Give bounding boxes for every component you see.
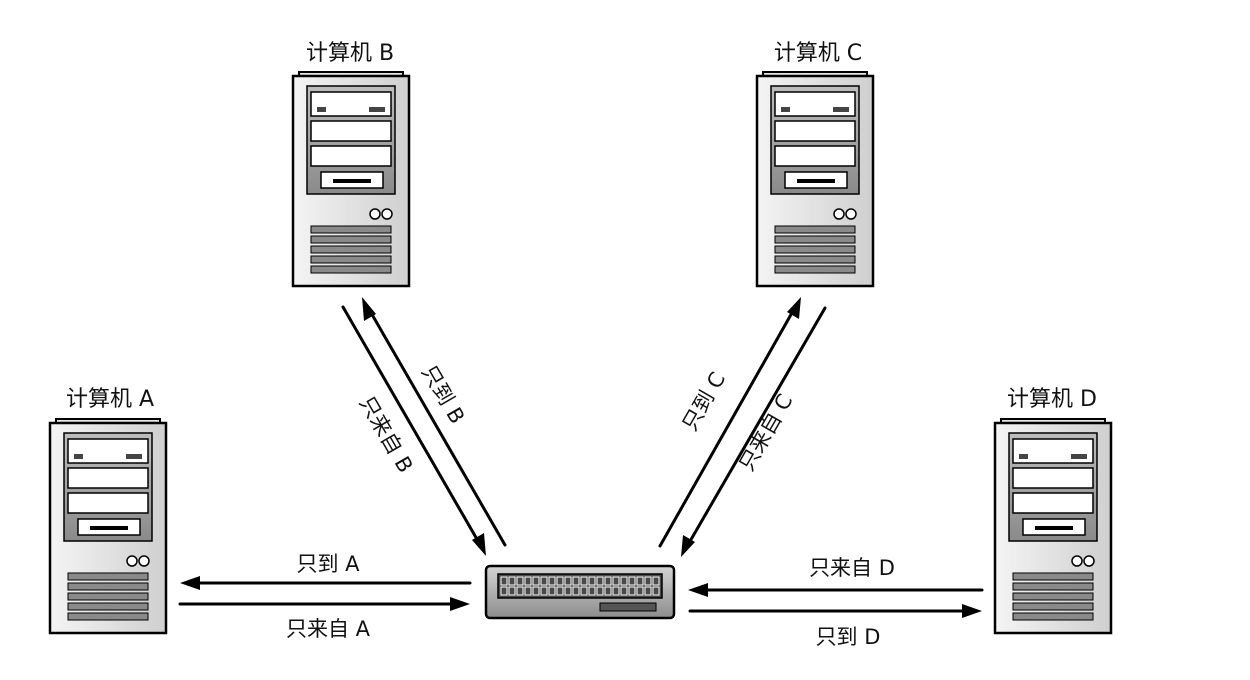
switch-port [508,586,516,596]
arrow-from-c [687,306,827,545]
arrowhead-to-c [787,297,801,319]
switch-port [580,576,588,586]
switch-port [556,576,564,586]
computer-b-label: 计算机 B [306,41,394,66]
switch-port [612,586,620,596]
switch-port [548,576,556,586]
switch-port [588,576,596,586]
computer-c-label: 计算机 C [774,41,862,66]
arrow-to-c [658,309,795,548]
switch-port [636,576,644,586]
arrowhead-from-d [688,583,708,597]
switch-port [644,586,652,596]
switch-port [524,586,532,596]
label-to-a: 只到 A [296,552,360,576]
switch-port [548,586,556,596]
switch-port [652,586,660,596]
switch-port [556,586,564,596]
switch-port [524,576,532,586]
label-from-c: 只来自 C [734,390,797,475]
switch-port [580,586,588,596]
switch-port [588,586,596,596]
switch-port [644,576,652,586]
switch-port [604,576,612,586]
label-to-c: 只到 C [678,368,730,435]
switch-port [508,576,516,586]
switch-port [516,576,524,586]
switch-port [628,586,636,596]
switch-port [612,576,620,586]
label-to-d: 只到 D [816,625,881,649]
switch-port [540,586,548,596]
switch-port [620,576,628,586]
arrowhead-to-b [362,297,376,321]
arrowhead-from-b [472,533,486,556]
switch-port [540,576,548,586]
switch-port [596,576,604,586]
computer-c: 计算机 C [755,41,875,288]
arrow-from-b [341,305,480,543]
computer-a-label: 计算机 A [66,387,154,412]
arrow-to-b [368,309,507,547]
switch-port [500,576,508,586]
arrowhead-to-a [180,576,200,590]
computer-d: 计算机 D [993,387,1113,635]
arrowhead-to-d [962,604,982,618]
switch-port [532,586,540,596]
switch-port [604,586,612,596]
label-to-b: 只到 B [417,361,469,428]
label-from-a: 只来自 A [286,617,371,641]
switch-port [516,586,524,596]
computer-a: 计算机 A [48,387,168,635]
switch-port [620,586,628,596]
arrowhead-from-c [681,535,695,557]
network-switch [484,564,676,620]
switch-port [652,576,660,586]
switch-port [628,576,636,586]
switch-port [572,576,580,586]
arrowhead-from-a [450,597,470,611]
label-from-b: 只来自 B [355,392,418,477]
computer-d-label: 计算机 D [1007,387,1097,412]
switch-port [532,576,540,586]
switch-port [564,586,572,596]
computer-b: 计算机 B [291,41,411,288]
switch-port [564,576,572,586]
switch-port [636,586,644,596]
label-from-d: 只来自 D [809,556,895,580]
switch-port [572,586,580,596]
switch-port [500,586,508,596]
switch-port [596,586,604,596]
